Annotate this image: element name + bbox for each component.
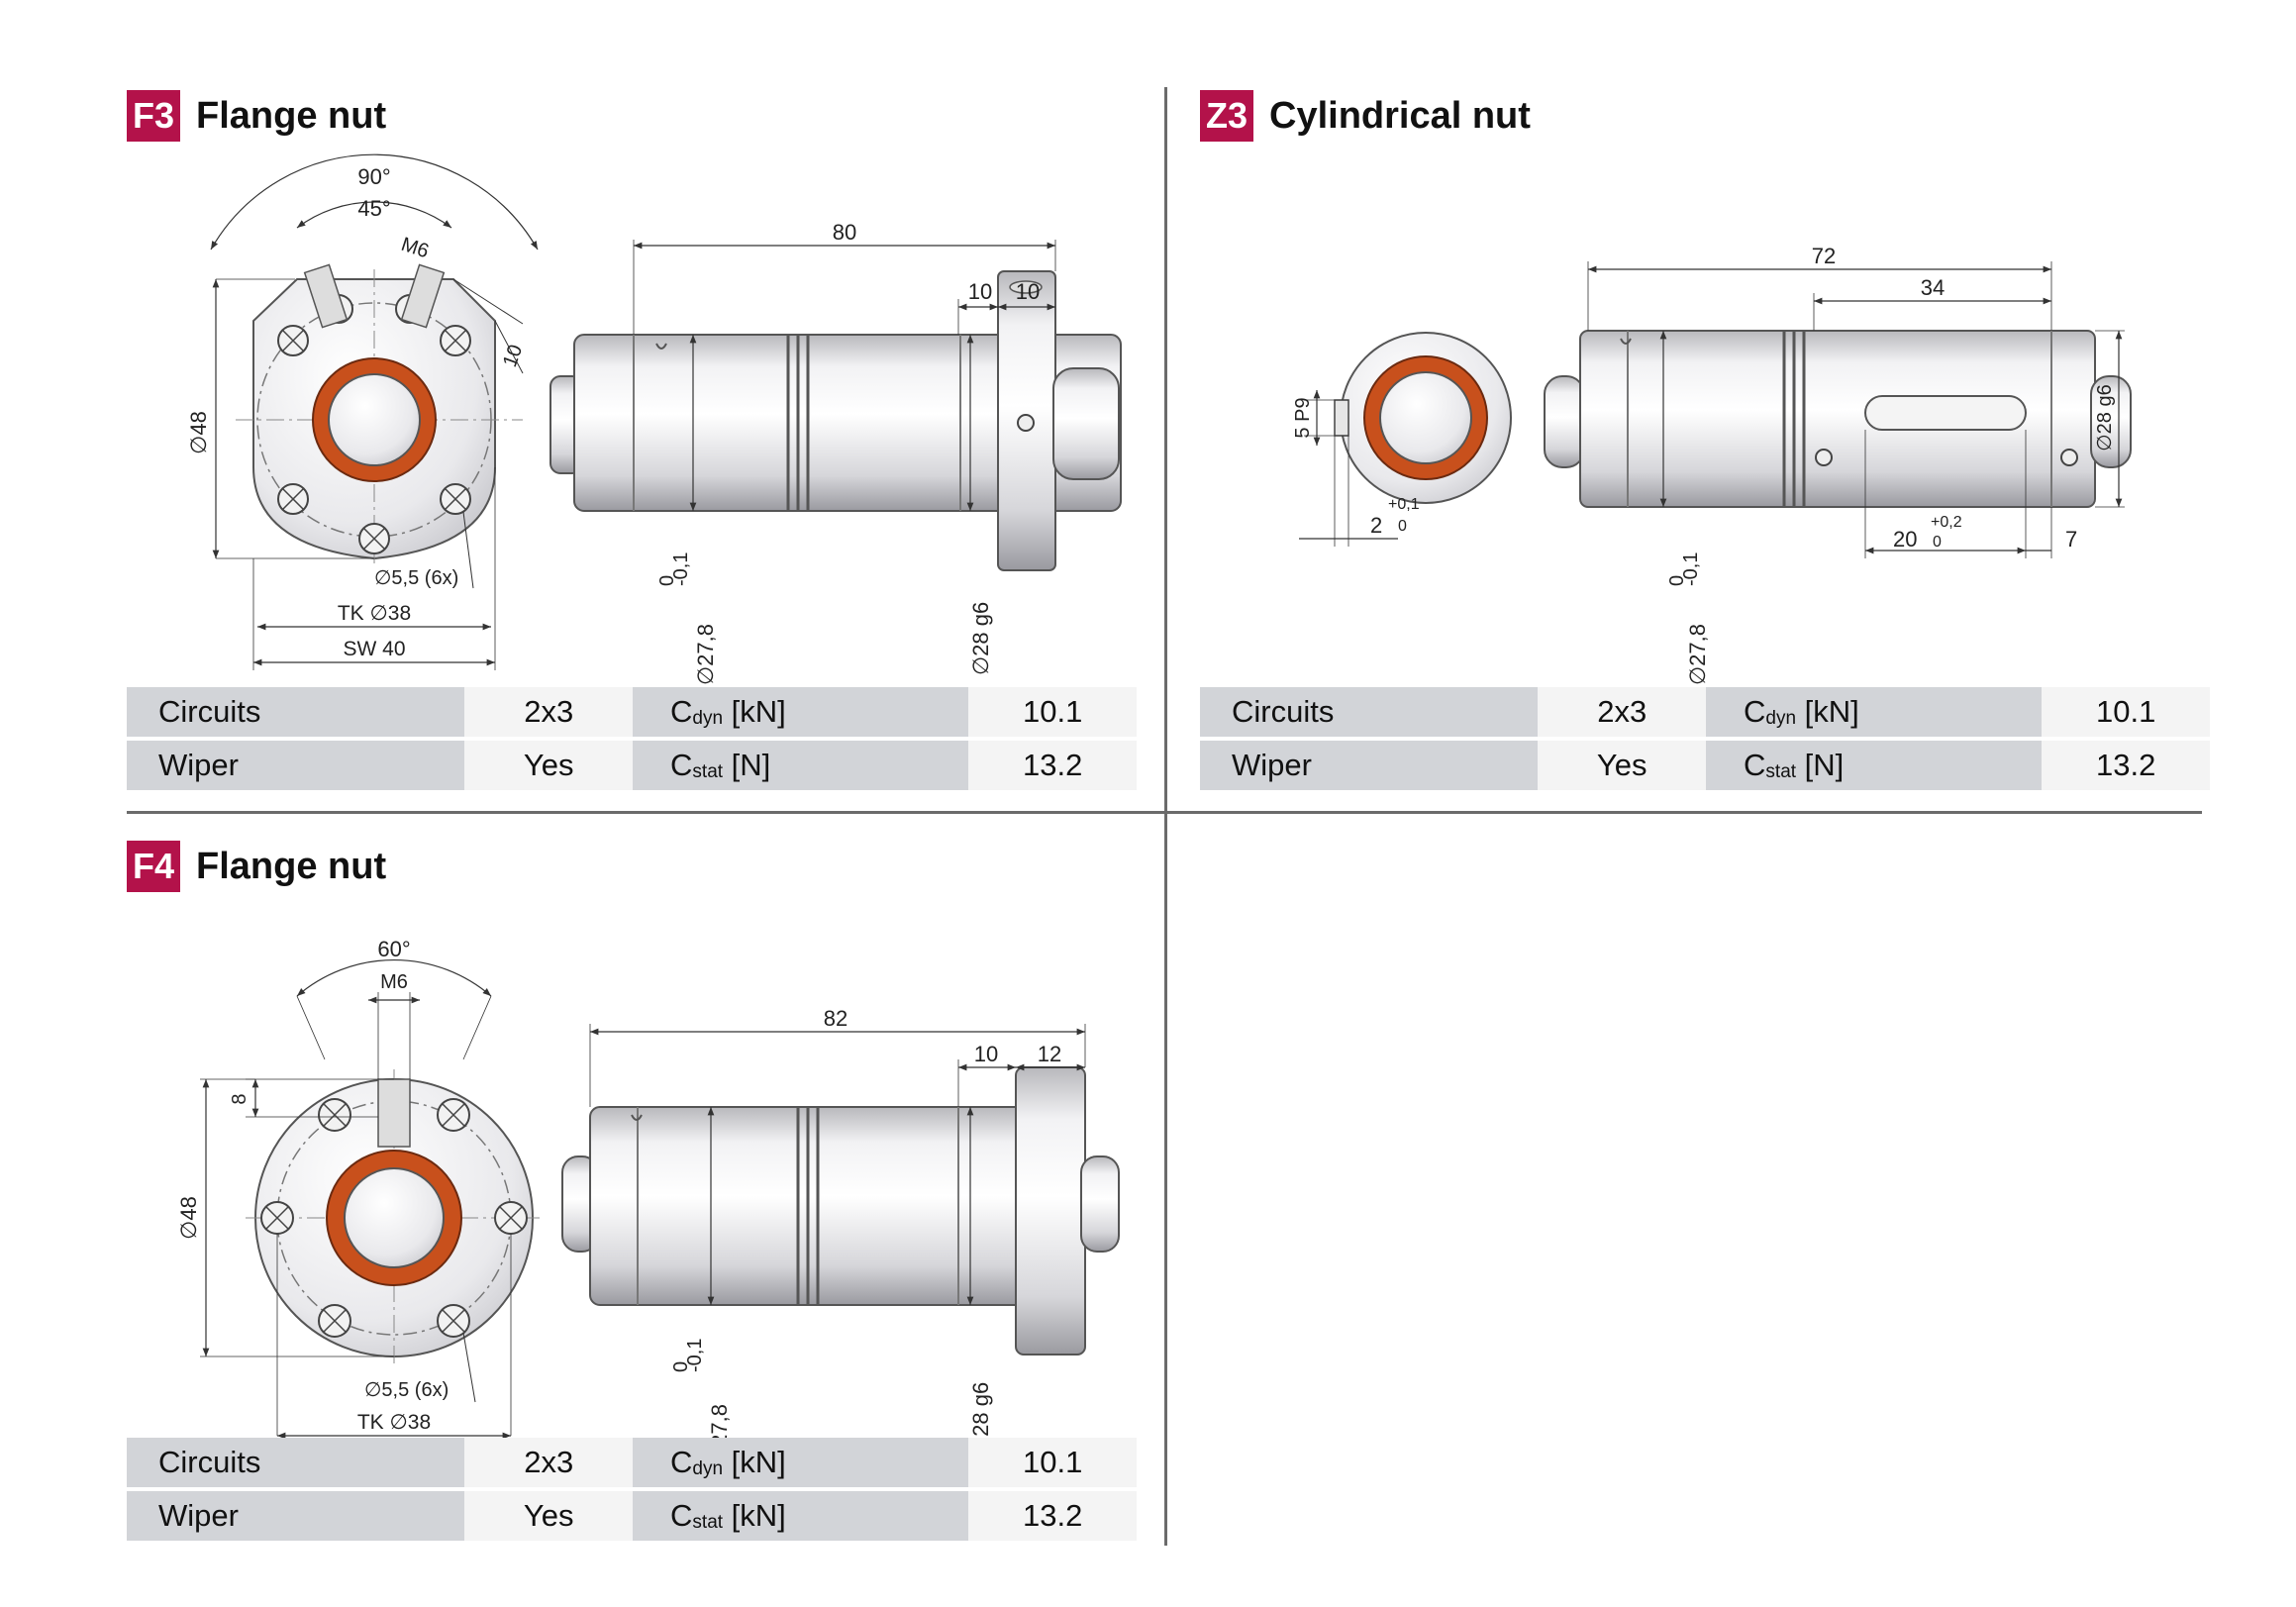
z3-tol-zero2: 0 — [1933, 534, 1942, 551]
f4-cdyn-label: Cdyn [kN] — [633, 1438, 969, 1487]
f3-d278: ∅27,8 — [693, 624, 718, 685]
f3-d28g6: ∅28 g6 — [968, 602, 993, 675]
f3-cstat-value: 13.2 — [968, 741, 1137, 790]
f4-side-view: 82 10 12 0 -0,1 ∅27,8 ∅28 g6 — [561, 1006, 1120, 1456]
f3-badge: F3 — [127, 90, 180, 142]
panel-f3: F3 Flange nut — [127, 89, 1137, 802]
f3-front-view: 90° 45° M6 10 ∅48 ∅5,5 (6x) TK ∅38 SW 40 — [186, 153, 539, 670]
z3-tol-minus: -0,1 — [1680, 552, 1702, 586]
f3-circuits-label: Circuits — [127, 687, 465, 737]
f4-title: Flange nut — [196, 845, 387, 887]
f3-tol-zero: 0 — [656, 575, 678, 586]
f4-cdyn-value: 10.1 — [968, 1438, 1137, 1487]
z3-wiper-label: Wiper — [1200, 741, 1539, 790]
z3-circuits-value: 2x3 — [1538, 687, 1707, 737]
z3-cstat-label: Cstat [N] — [1706, 741, 2043, 790]
z3-d278: ∅27,8 — [1685, 624, 1710, 685]
f3-tol-minus: -0,1 — [670, 552, 692, 586]
f3-angle-45: 45° — [357, 196, 390, 221]
z3-dim-7: 7 — [2065, 527, 2077, 552]
f4-tol-zero: 0 — [670, 1361, 692, 1372]
z3-wiper-value: Yes — [1538, 741, 1707, 790]
table-row: Wiper Yes Cstat [N] 13.2 — [1200, 741, 2210, 790]
f3-circuits-value: 2x3 — [464, 687, 634, 737]
z3-cdyn-label: Cdyn [kN] — [1706, 687, 2043, 737]
z3-badge: Z3 — [1200, 90, 1253, 142]
z3-tol-zero: 0 — [1666, 575, 1688, 586]
z3-tol-plus02: +0,2 — [1931, 514, 1962, 531]
f3-sw40: SW 40 — [343, 638, 405, 660]
f3-angle-90: 90° — [357, 164, 390, 189]
f4-badge: F4 — [127, 841, 180, 892]
table-row: Circuits 2x3 Cdyn [kN] 10.1 — [127, 687, 1137, 737]
z3-side-view: 72 34 ∅28 g6 0 -0,1 ∅27,8 20 +0,2 0 7 — [1544, 244, 2132, 685]
f4-tol-minus: -0,1 — [684, 1339, 706, 1372]
f3-title: Flange nut — [196, 94, 387, 137]
panel-f4-header: F4 Flange nut — [127, 840, 386, 893]
f4-tk38: TK ∅38 — [357, 1411, 431, 1434]
f3-spec-table: Circuits 2x3 Cdyn [kN] 10.1 Wiper Yes Cs… — [127, 683, 1137, 794]
z3-front-view: 5 P9 2 +0,1 0 — [1292, 332, 1512, 547]
f4-circuits-label: Circuits — [127, 1438, 465, 1487]
f4-thread-m6: M6 — [380, 971, 408, 993]
table-row: Circuits 2x3 Cdyn [kN] 10.1 — [1200, 687, 2210, 737]
z3-cstat-value: 13.2 — [2042, 741, 2210, 790]
f3-cstat-label: Cstat [N] — [633, 741, 969, 790]
z3-length-72: 72 — [1812, 244, 1836, 268]
f4-cstat-label: Cstat [kN] — [633, 1491, 969, 1541]
z3-title: Cylindrical nut — [1269, 94, 1531, 137]
panel-f3-header: F3 Flange nut — [127, 89, 386, 143]
f3-dim-10-side: 10 — [499, 342, 527, 369]
table-row: Wiper Yes Cstat [N] 13.2 — [127, 741, 1137, 790]
f4-angle-60: 60° — [377, 937, 410, 961]
z3-cdyn-value: 10.1 — [2042, 687, 2210, 737]
f3-side-view: 80 10 10 0 -0,1 ∅27,8 ∅28 g6 — [549, 220, 1122, 685]
f4-wiper-label: Wiper — [127, 1491, 465, 1541]
vertical-divider — [1164, 87, 1167, 1546]
panel-z3: Z3 Cylindrical nut 5 P9 2 +0,1 0 — [1200, 89, 2210, 802]
f4-dim-d48: ∅48 — [176, 1196, 201, 1240]
z3-circuits-label: Circuits — [1200, 687, 1539, 737]
f4-circuits-value: 2x3 — [464, 1438, 634, 1487]
f3-length-80: 80 — [833, 220, 856, 245]
z3-keyway-p9: 5 P9 — [1292, 397, 1314, 438]
z3-technical-drawing: 5 P9 2 +0,1 0 72 34 — [1292, 244, 2132, 685]
f4-length-12: 12 — [1038, 1042, 1061, 1066]
f4-holes-label: ∅5,5 (6x) — [364, 1379, 449, 1401]
f3-thread-m6: M6 — [398, 234, 431, 263]
f4-wiper-value: Yes — [464, 1491, 634, 1541]
table-row: Circuits 2x3 Cdyn [kN] 10.1 — [127, 1438, 1137, 1487]
z3-tol-plus01: +0,1 — [1388, 496, 1420, 513]
horizontal-divider — [127, 811, 2202, 814]
table-row: Wiper Yes Cstat [kN] 13.2 — [127, 1491, 1137, 1541]
panel-f4: F4 Flange nut 60° M — [127, 840, 1137, 1553]
f4-dim-8: 8 — [229, 1093, 250, 1104]
f3-tk38: TK ∅38 — [338, 602, 411, 625]
f4-front-view: 60° M6 8 ∅48 ∅5,5 (6x) TK ∅38 — [176, 937, 543, 1440]
f3-cdyn-value: 10.1 — [968, 687, 1137, 737]
f4-length-10: 10 — [974, 1042, 998, 1066]
f3-length-10b: 10 — [1016, 279, 1040, 304]
panel-z3-header: Z3 Cylindrical nut — [1200, 89, 1531, 143]
z3-tol-zero1: 0 — [1398, 518, 1407, 535]
f3-technical-drawing: 90° 45° M6 10 ∅48 ∅5,5 (6x) TK ∅38 SW 40 — [186, 153, 1122, 685]
z3-dim-20: 20 — [1893, 527, 1917, 552]
f4-length-82: 82 — [824, 1006, 848, 1031]
f4-cstat-value: 13.2 — [968, 1491, 1137, 1541]
z3-dim-2: 2 — [1370, 513, 1382, 538]
f3-wiper-value: Yes — [464, 741, 634, 790]
f3-dim-d48: ∅48 — [186, 411, 211, 454]
f3-cdyn-label: Cdyn [kN] — [633, 687, 969, 737]
z3-spec-table: Circuits 2x3 Cdyn [kN] 10.1 Wiper Yes Cs… — [1200, 683, 2210, 794]
z3-d28g6-right: ∅28 g6 — [2094, 384, 2116, 451]
z3-length-34: 34 — [1921, 275, 1945, 300]
f3-wiper-label: Wiper — [127, 741, 465, 790]
f4-technical-drawing: 60° M6 8 ∅48 ∅5,5 (6x) TK ∅38 — [176, 937, 1120, 1456]
f3-holes-label: ∅5,5 (6x) — [374, 567, 458, 589]
f3-length-10a: 10 — [968, 279, 992, 304]
f4-spec-table: Circuits 2x3 Cdyn [kN] 10.1 Wiper Yes Cs… — [127, 1434, 1137, 1545]
